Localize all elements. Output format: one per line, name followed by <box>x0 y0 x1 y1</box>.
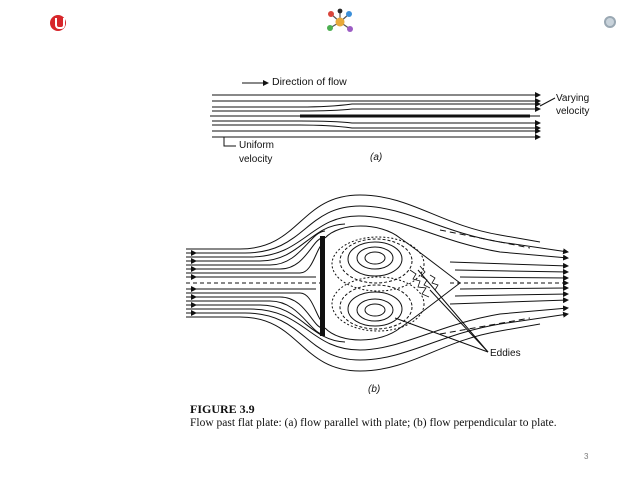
panel-a-diagram <box>210 80 556 147</box>
varying-velocity-label-line1: Varying <box>556 93 590 104</box>
varying-velocity-label-line2: velocity <box>556 106 590 117</box>
direction-of-flow-label: Direction of flow <box>272 76 347 88</box>
circle-logo-icon <box>604 16 616 28</box>
panel-b-label: (b) <box>368 384 381 395</box>
panel-a-label: (a) <box>370 152 383 163</box>
uniform-velocity-label-line1: Uniform <box>239 140 275 151</box>
eddies-label: Eddies <box>490 348 521 359</box>
figure-caption-text: Flow past flat plate: (a) flow parallel … <box>190 417 557 429</box>
power-logo-icon <box>50 15 66 31</box>
figure-caption-title: FIGURE 3.9 <box>190 402 255 416</box>
uniform-velocity-label-line2: velocity <box>239 154 273 165</box>
molecule-logo-icon <box>326 8 354 41</box>
page-number: 3 <box>584 452 589 461</box>
panel-b-diagram <box>186 194 569 372</box>
